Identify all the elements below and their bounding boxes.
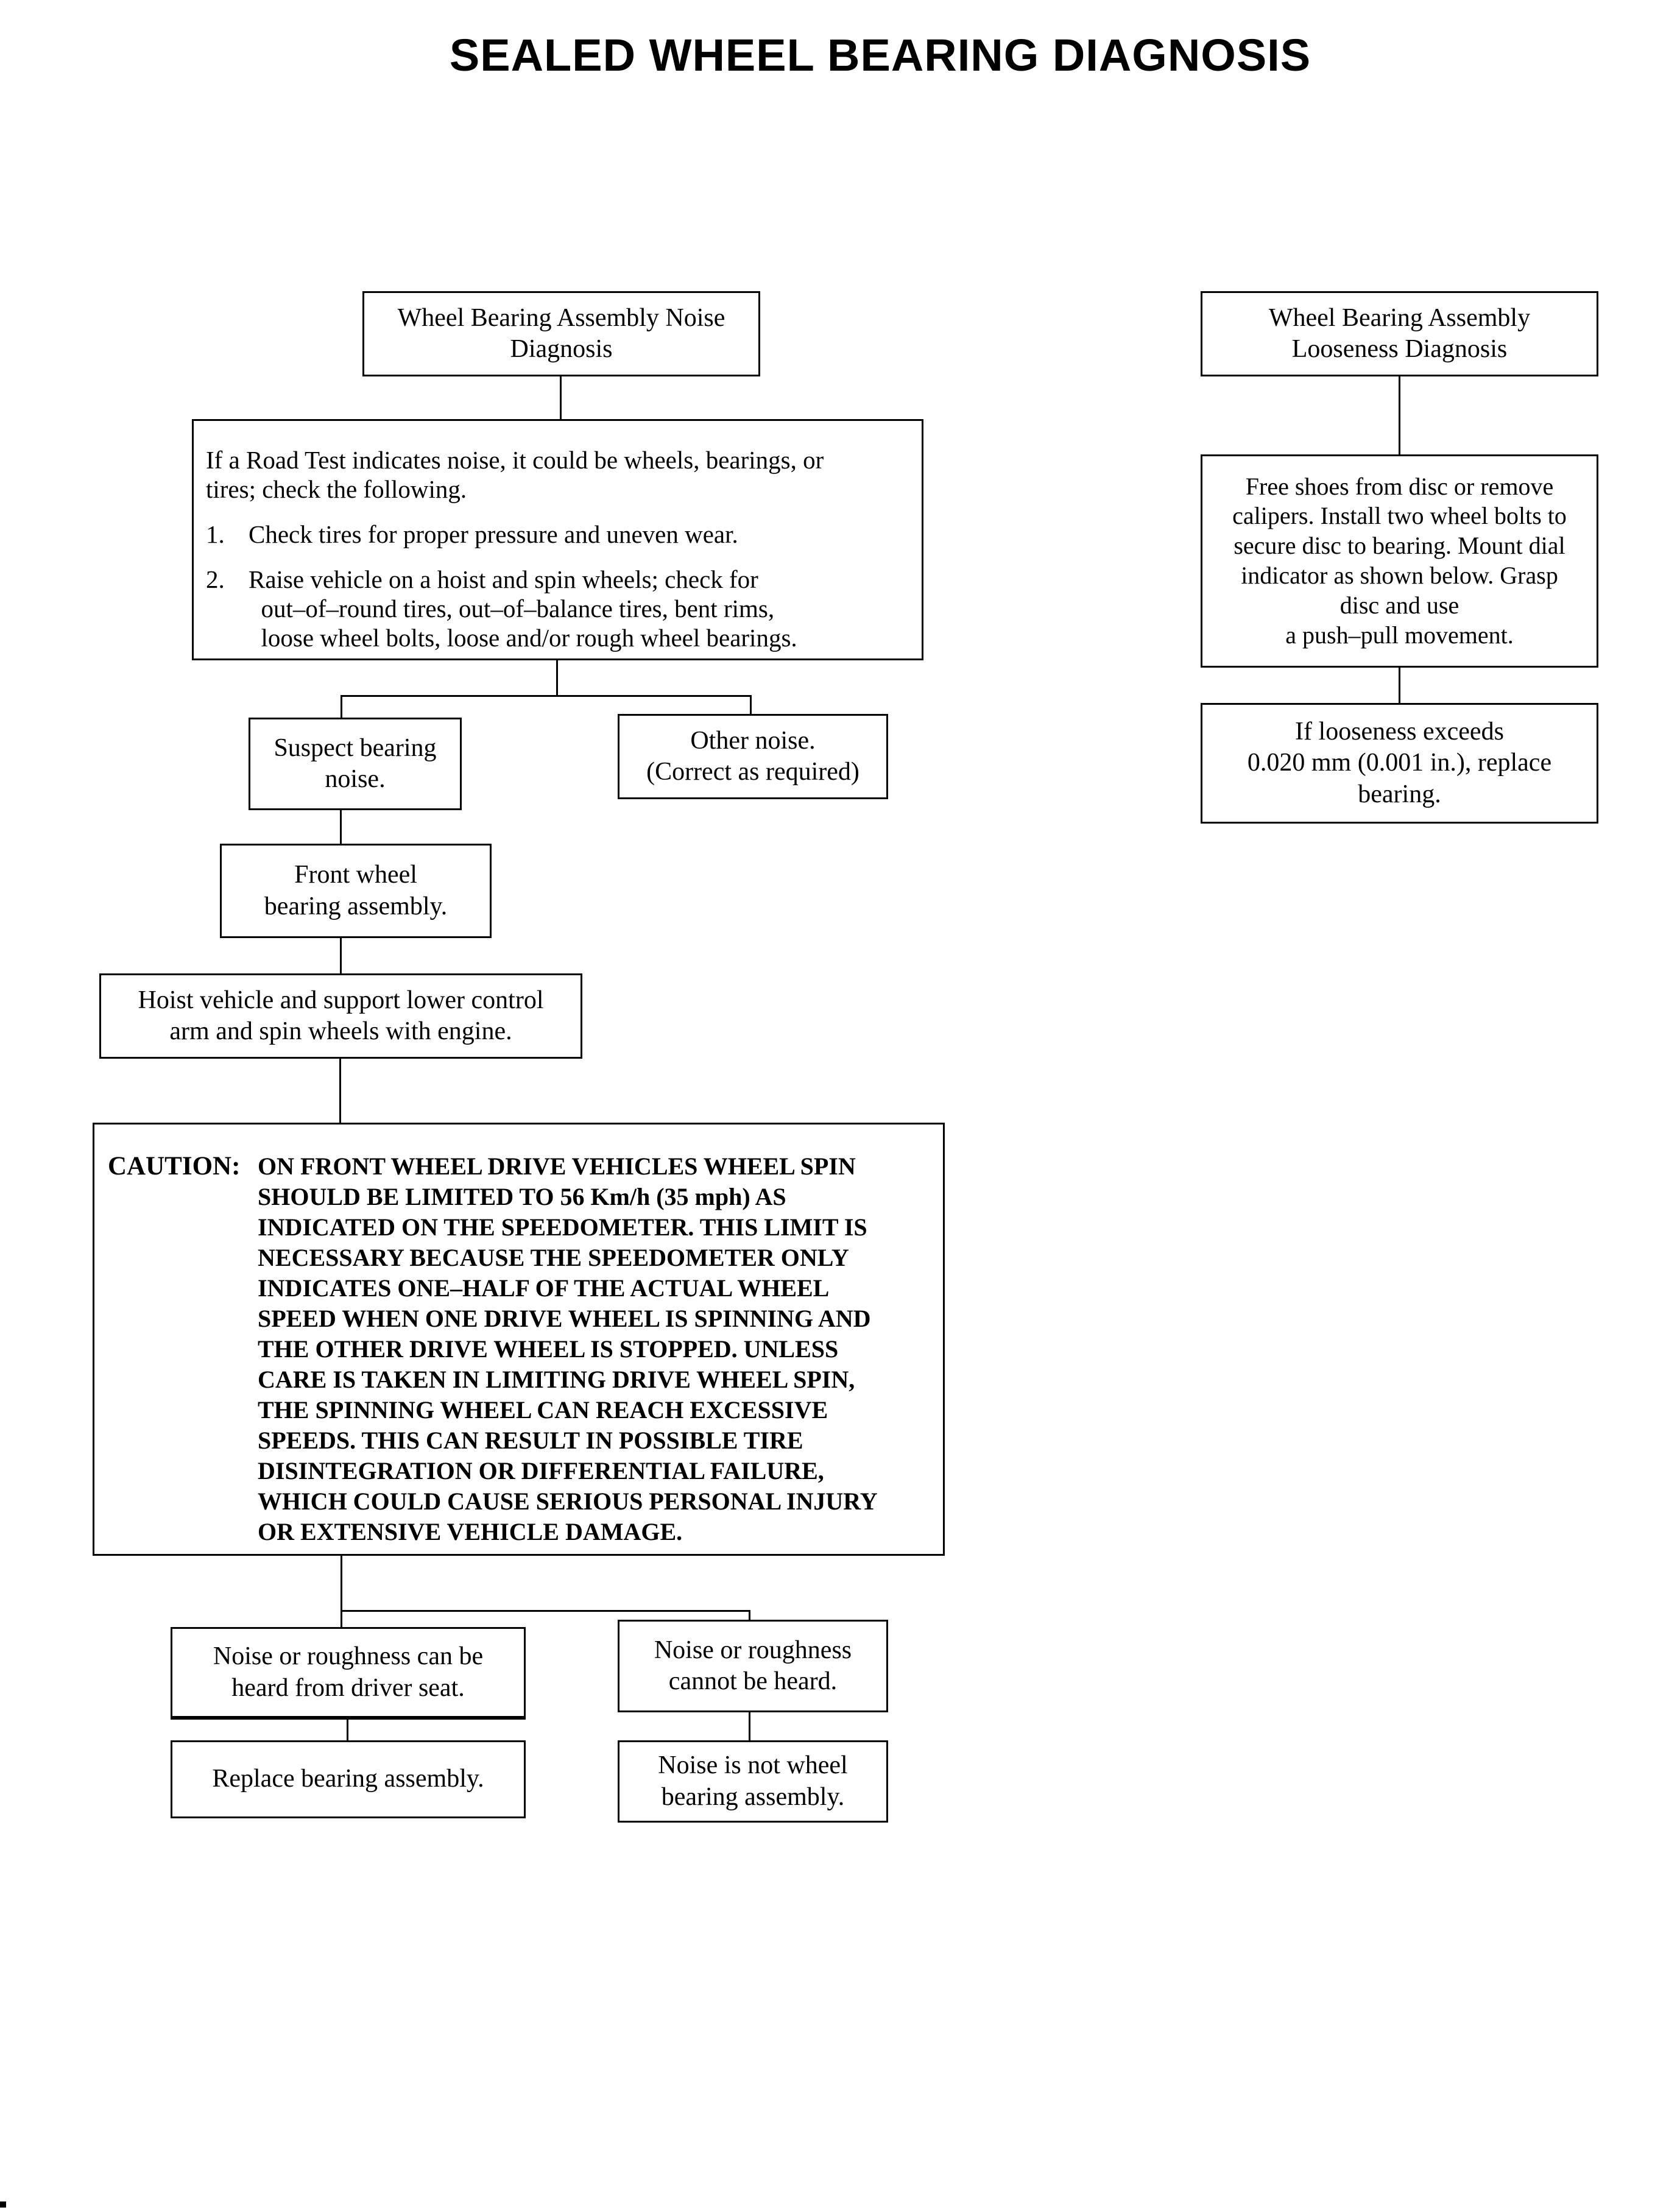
box-noise-not-heard: Noise or roughness cannot be heard. <box>618 1620 888 1712</box>
connector-suspect-to-frontwheel <box>340 810 342 846</box>
box-looseness-procedure: Free shoes from disc or remove calipers.… <box>1201 454 1598 668</box>
box-looseness-limit: If looseness exceeds 0.020 mm (0.001 in.… <box>1201 703 1598 824</box>
connector-to-heard <box>341 1610 342 1627</box>
connector-notheard-to-notwheel <box>749 1712 750 1740</box>
box-noise-heard: Noise or roughness can be heard from dri… <box>171 1627 526 1720</box>
connector-frontwheel-to-hoist <box>340 938 342 973</box>
road-test-item-1-text: Check tires for proper pressure and unev… <box>249 520 738 548</box>
connector-to-suspect <box>341 695 342 719</box>
road-test-intro: If a Road Test indicates noise, it could… <box>206 446 824 503</box>
box-other-noise: Other noise. (Correct as required) <box>618 714 888 799</box>
scan-artifact-dot <box>0 2201 6 2208</box>
connector-looseness-start-to-procedure <box>1399 376 1400 454</box>
box-road-test: If a Road Test indicates noise, it could… <box>192 419 923 660</box>
connector-heard-to-replace <box>347 1720 348 1740</box>
box-replace-bearing: Replace bearing assembly. <box>171 1740 526 1818</box>
box-noise-diagnosis-start: Wheel Bearing Assembly Noise Diagnosis <box>362 291 760 376</box>
connector-caution-down <box>341 1556 342 1612</box>
box-suspect-bearing-noise: Suspect bearing noise. <box>249 718 462 810</box>
connector-branch1-horizontal <box>341 695 752 697</box>
road-test-item-2: 2. Raise vehicle on a hoist and spin whe… <box>206 565 916 652</box>
box-looseness-start: Wheel Bearing Assembly Looseness Diagnos… <box>1201 291 1598 376</box>
road-test-item-2-text: Raise vehicle on a hoist and spin wheels… <box>249 565 797 652</box>
page-title: SEALED WHEEL BEARING DIAGNOSIS <box>449 30 1311 80</box>
road-test-item-1-number: 1. <box>206 520 225 548</box>
caution-label: CAUTION: <box>108 1152 241 1181</box>
connector-procedure-to-limit <box>1399 668 1400 703</box>
connector-hoist-to-caution <box>339 1059 341 1123</box>
connector-to-not-heard <box>749 1610 750 1620</box>
box-hoist-vehicle: Hoist vehicle and support lower control … <box>99 973 582 1059</box>
connector-branch2-horizontal <box>341 1610 750 1612</box>
connector-roadtest-down <box>556 660 558 697</box>
box-caution: CAUTION: ON FRONT WHEEL DRIVE VEHICLES W… <box>93 1123 945 1556</box>
caution-body-text: ON FRONT WHEEL DRIVE VEHICLES WHEEL SPIN… <box>258 1153 878 1545</box>
box-front-wheel-bearing: Front wheel bearing assembly. <box>220 844 492 938</box>
road-test-item-2-number: 2. <box>206 565 225 593</box>
connector-start-to-roadtest <box>560 376 562 419</box>
connector-to-other-noise <box>750 695 752 716</box>
box-not-wheel-bearing: Noise is not wheel bearing assembly. <box>618 1740 888 1823</box>
road-test-item-1: 1. Check tires for proper pressure and u… <box>206 520 916 549</box>
